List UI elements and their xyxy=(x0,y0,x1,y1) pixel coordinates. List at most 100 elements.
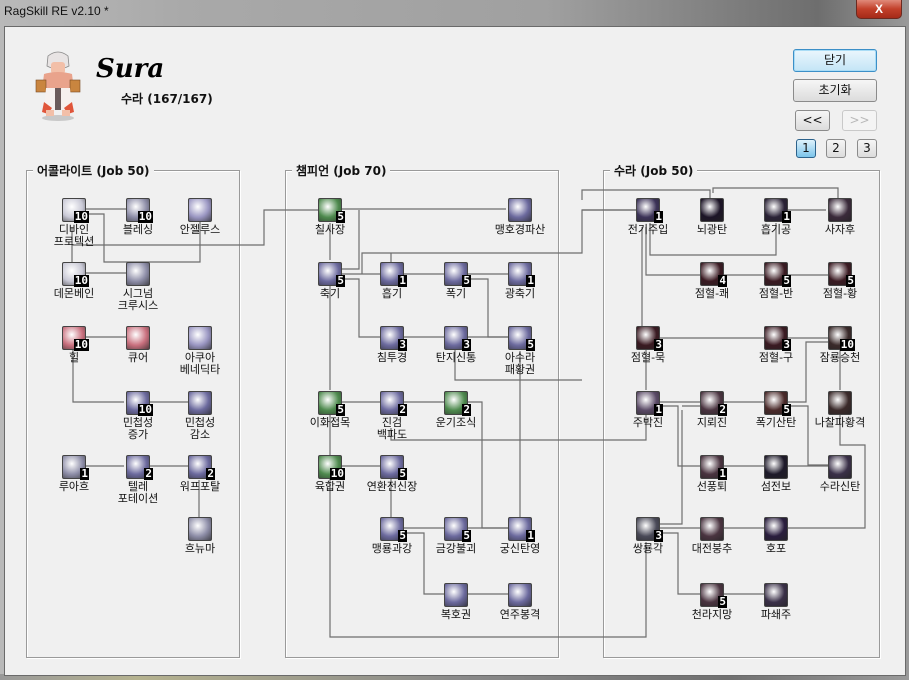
red-vein-icon[interactable]: 3 xyxy=(636,326,663,351)
heart-icon[interactable]: 10 xyxy=(62,326,89,351)
skill-maenghogyeongpasan[interactable]: 맹호경파산 xyxy=(485,198,555,236)
skill-signum-crucis[interactable]: 시그넘 크루시스 xyxy=(103,262,173,312)
prev-page-button[interactable]: << xyxy=(795,110,830,131)
demon-bane-icon[interactable]: 10 xyxy=(62,262,89,287)
tiger-cannon-icon[interactable] xyxy=(764,517,788,541)
window-close-button[interactable]: X xyxy=(856,0,902,19)
occult-icon[interactable]: 3 xyxy=(380,326,407,351)
tiger-strike-icon[interactable] xyxy=(508,198,532,222)
rising-dragon-icon[interactable]: 10 xyxy=(828,326,855,351)
ground-strike-icon[interactable]: 2 xyxy=(700,391,727,416)
fury-burst-icon[interactable]: 5 xyxy=(764,391,791,416)
rampage-icon[interactable] xyxy=(828,391,852,415)
twin-dragon-kick-icon[interactable]: 3 xyxy=(636,517,663,542)
red-vein-icon[interactable]: 5 xyxy=(764,262,791,287)
double-fist-icon[interactable] xyxy=(700,517,724,541)
lightning-icon[interactable]: 1 xyxy=(636,198,663,223)
page-2-button[interactable]: 2 xyxy=(826,139,846,158)
ruwach-orb-icon[interactable]: 1 xyxy=(62,455,89,480)
sparkle-icon[interactable]: 1 xyxy=(764,198,791,223)
fury-icon[interactable]: 5 xyxy=(444,262,471,287)
triple-attack-icon[interactable]: 10 xyxy=(318,455,345,480)
page-1-button[interactable]: 1 xyxy=(796,139,816,158)
meditate-icon[interactable]: 2 xyxy=(444,391,471,416)
teleport-icon[interactable]: 2 xyxy=(126,455,153,480)
thunder-bolt-icon[interactable] xyxy=(700,198,724,222)
lion-roar-icon[interactable] xyxy=(828,198,852,222)
finger-offense-icon[interactable]: 3 xyxy=(444,326,471,351)
title-bar[interactable]: RagSkill RE v2.10 * X xyxy=(0,0,909,26)
page-3-button[interactable]: 3 xyxy=(857,139,877,158)
agi-down-icon[interactable] xyxy=(188,391,212,415)
skill-aqua-benedicta[interactable]: 아쿠아 베네딕타 xyxy=(165,326,235,376)
holy-water-icon[interactable] xyxy=(188,326,212,350)
heart-sparkle-icon[interactable] xyxy=(126,326,150,350)
asura-strike-icon[interactable]: 5 xyxy=(508,326,535,351)
palm-strike-icon[interactable]: 5 xyxy=(318,198,345,223)
flash-step-icon[interactable] xyxy=(764,455,788,479)
shield-book-icon[interactable]: 10 xyxy=(62,198,89,223)
pneuma-orb-icon[interactable] xyxy=(188,517,212,541)
combo-finish-icon[interactable] xyxy=(508,583,532,607)
red-vein-icon[interactable]: 5 xyxy=(828,262,855,287)
blade-stop-icon[interactable]: 2 xyxy=(380,391,407,416)
binding-seal-icon[interactable]: 1 xyxy=(636,391,663,416)
next-page-button[interactable]: >> xyxy=(842,110,877,131)
cross-orb-icon[interactable] xyxy=(126,262,150,286)
moon-icon[interactable] xyxy=(764,583,788,607)
skill-noegwangtan[interactable]: 뇌광탄 xyxy=(677,198,747,236)
skill-paswaeju[interactable]: 파쇄주 xyxy=(741,583,811,621)
chain-combo-icon[interactable]: 5 xyxy=(380,455,407,480)
snap-icon[interactable]: 1 xyxy=(508,517,535,542)
spirit-call-icon[interactable]: 5 xyxy=(318,262,345,287)
dragon-icon[interactable]: 5 xyxy=(380,517,407,542)
warp-portal-icon[interactable]: 2 xyxy=(188,455,215,480)
skill-sajahu[interactable]: 사자후 xyxy=(805,198,875,236)
skill-hopo[interactable]: 호포 xyxy=(741,517,811,555)
skill-nachalpa[interactable]: 나찰파황격 xyxy=(805,391,875,429)
zen-icon[interactable]: 1 xyxy=(508,262,535,287)
close-button[interactable]: 닫기 xyxy=(793,49,877,72)
angelus-orb-icon[interactable] xyxy=(188,198,212,222)
palm-push-icon[interactable] xyxy=(444,583,468,607)
fist-net-icon[interactable]: 5 xyxy=(700,583,727,608)
skill-yeonju[interactable]: 연주봉격 xyxy=(485,583,555,621)
absorb-spirit-icon[interactable]: 1 xyxy=(380,262,407,287)
skill-surasintan[interactable]: 수라신탄 xyxy=(805,455,875,493)
skill-cure[interactable]: 큐어 xyxy=(103,326,173,364)
skill-seomjeonbo[interactable]: 섬전보 xyxy=(741,455,811,493)
skill-pneuma[interactable]: 흐뉴마 xyxy=(165,517,235,555)
